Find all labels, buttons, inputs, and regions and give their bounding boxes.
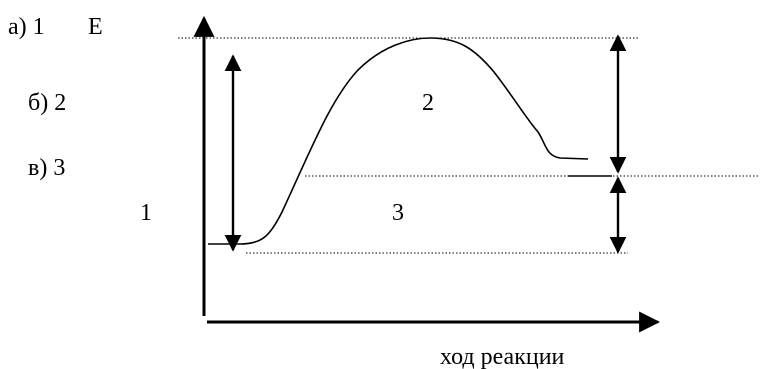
option-a-label: а) 1 (8, 14, 45, 40)
reaction-progress-label: ход реакции (440, 344, 565, 369)
option-c-label: в) 3 (28, 155, 65, 181)
label-3: 3 (392, 200, 404, 226)
label-1: 1 (140, 200, 152, 226)
energy-axis-label: E (88, 14, 103, 40)
energy-curve (208, 37, 589, 245)
option-b-label: б) 2 (28, 90, 66, 116)
label-2: 2 (422, 90, 434, 116)
